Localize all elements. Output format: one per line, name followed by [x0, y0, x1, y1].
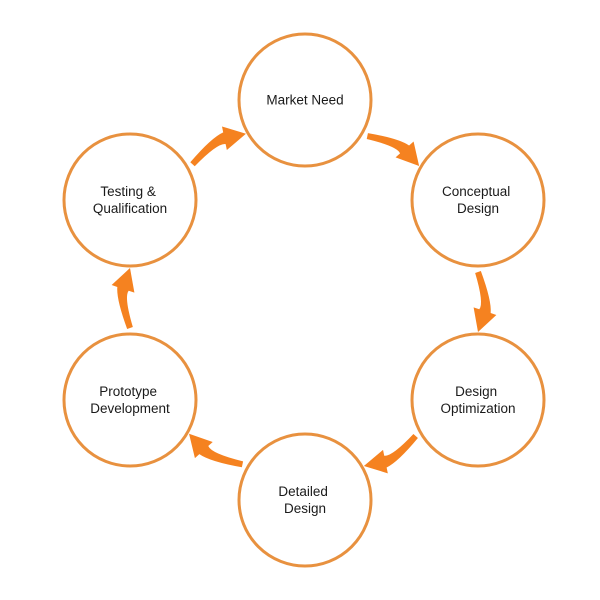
arrow-conceptual-design-to-design-optimization: [473, 271, 497, 332]
arrows-layer: [111, 126, 497, 474]
node-label-line: Development: [90, 401, 170, 416]
arrow-prototype-development-to-testing-qualification: [111, 268, 135, 329]
node-circle: [237, 432, 373, 568]
node-label: Prototype Development: [90, 384, 170, 416]
node-label: Detailed Design: [278, 484, 331, 516]
node-label-line: Testing &: [100, 184, 156, 199]
node-label-line: Design: [455, 384, 497, 399]
node-label: Conceptual Design: [442, 184, 514, 216]
node-circle: [237, 32, 373, 168]
arrow-market-need-to-conceptual-design: [366, 133, 420, 166]
node-label-line: Detailed: [278, 484, 328, 499]
node-conceptual-design: Conceptual Design: [410, 132, 546, 268]
node-label: Market Need: [266, 93, 343, 108]
node-circle: [62, 332, 198, 468]
node-label: Design Optimization: [440, 384, 515, 416]
arrow-design-optimization-to-detailed-design: [363, 434, 418, 474]
node-detailed-design: Detailed Design: [237, 432, 373, 568]
node-label: Testing & Qualification: [93, 184, 167, 216]
node-circle: [410, 132, 546, 268]
node-circle: [410, 332, 546, 468]
node-circle: [62, 132, 198, 268]
arrow-detailed-design-to-prototype-development: [189, 433, 244, 468]
node-label-line: Prototype: [99, 384, 157, 399]
node-label-line: Qualification: [93, 201, 167, 216]
node-design-optimization: Design Optimization: [410, 332, 546, 468]
node-label-line: Conceptual: [442, 184, 510, 199]
node-label-line: Optimization: [440, 401, 515, 416]
node-label-line: Design: [284, 501, 326, 516]
node-prototype-development: Prototype Development: [62, 332, 198, 468]
node-testing-qualification: Testing & Qualification: [62, 132, 198, 268]
node-label-line: Market Need: [266, 93, 343, 108]
node-label-line: Design: [457, 201, 499, 216]
node-market-need: Market Need: [237, 32, 373, 168]
arrow-testing-qualification-to-market-need: [190, 126, 246, 167]
